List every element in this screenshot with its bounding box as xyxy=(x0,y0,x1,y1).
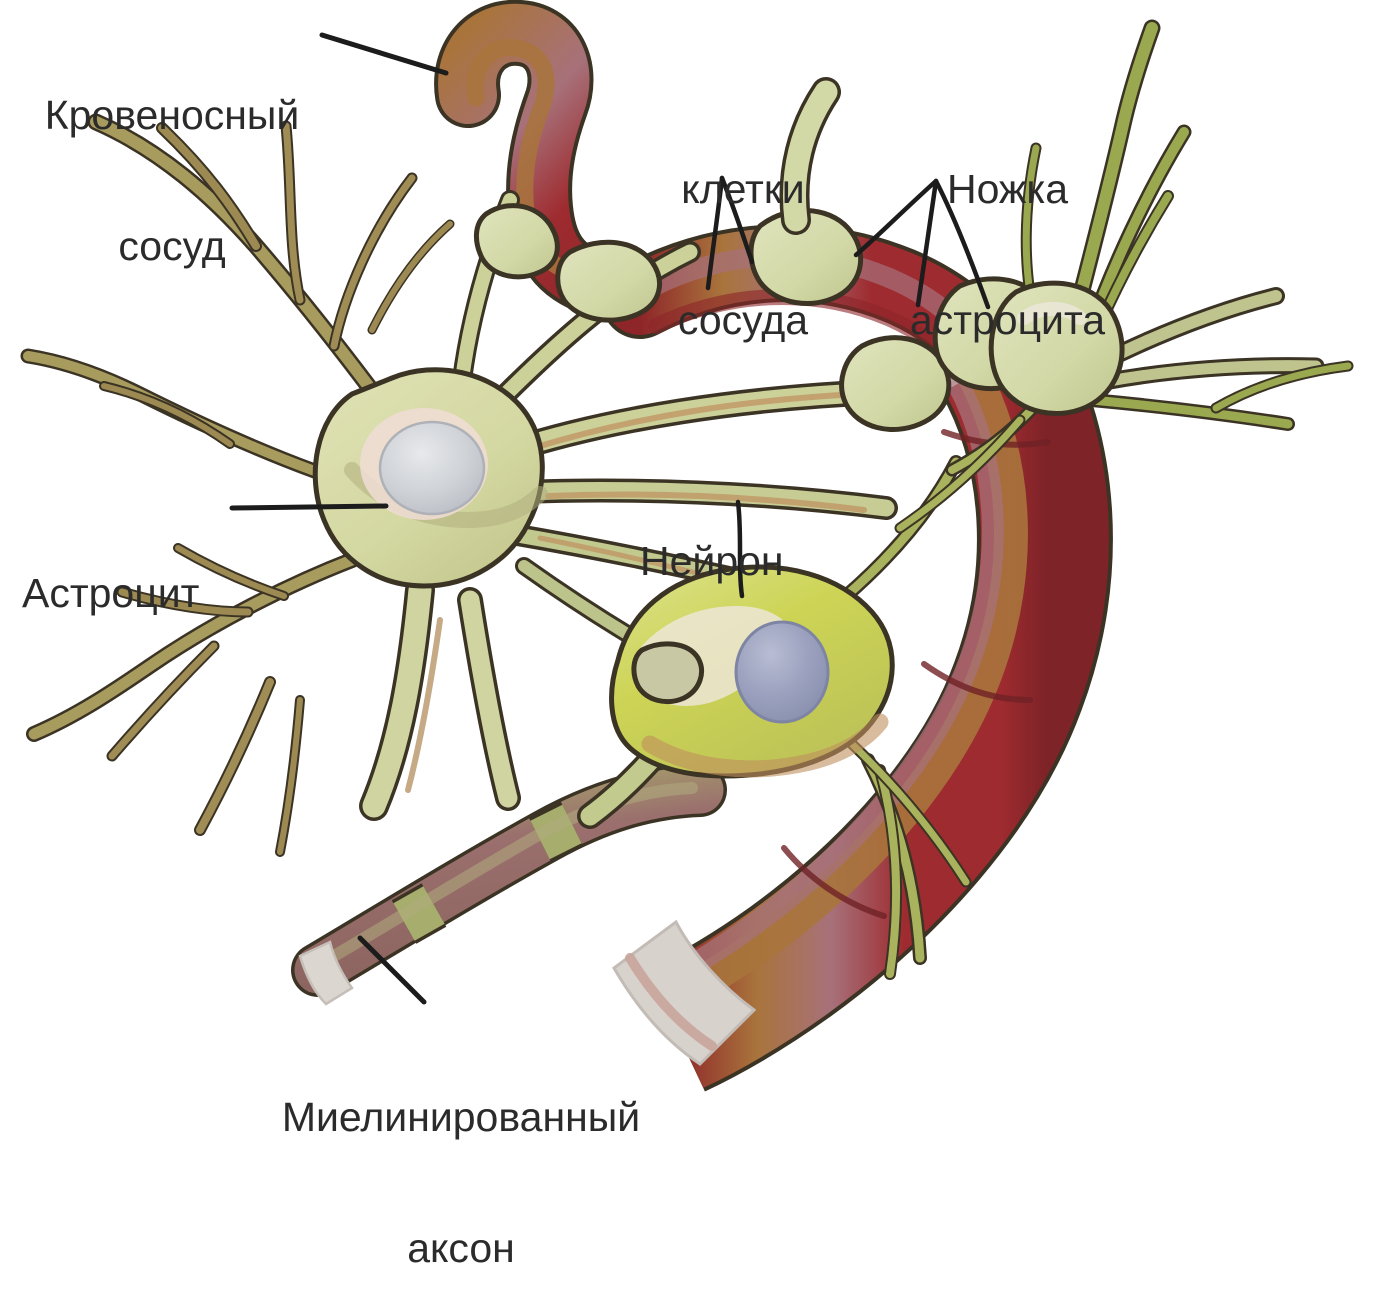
label-astrocyte-foot: Ножка астроцита xyxy=(900,80,1115,387)
vessel-main-fill xyxy=(648,328,1109,1088)
astrocyte-right-soma-sheen xyxy=(1017,302,1087,325)
node-of-ranvier-1-fill xyxy=(393,886,445,941)
leader-myelinated-axon xyxy=(357,935,427,1005)
vessel-seam-3 xyxy=(781,845,887,919)
neuron-processes xyxy=(577,455,972,980)
label-myelinated-axon-line2: аксон xyxy=(407,1225,515,1272)
myelinated-axon xyxy=(291,763,727,1006)
astrocyte-processes xyxy=(20,113,898,857)
label-vessel-cells-line2: сосуда xyxy=(677,297,809,344)
leader-astrocyte-foot xyxy=(853,178,991,310)
label-myelinated-axon-line1: Миелинированный xyxy=(281,1093,641,1140)
label-astrocyte-foot-line2: астроцита xyxy=(909,297,1106,344)
astrocyte-foot-stalk-fill xyxy=(782,80,838,232)
leader-vessel-cells xyxy=(705,175,755,291)
label-neuron-line1: Нейрон xyxy=(640,537,784,584)
diagram-canvas: Кровеносный сосуд клетки сосуда Ножка ас… xyxy=(12,0,1354,1271)
astrocyte-nucleus xyxy=(378,420,486,516)
astrocyte-foot-3 xyxy=(748,208,864,306)
vessel-seam-2 xyxy=(921,661,1033,703)
label-blood-vessel-line2: сосуд xyxy=(118,223,226,270)
label-vessel-cells-line1: клетки xyxy=(681,165,805,212)
axon-cut-end xyxy=(298,940,354,1006)
astrocyte-foot-2 xyxy=(555,239,662,323)
astrocyte-right xyxy=(894,19,1354,534)
label-blood-vessel: Кровеносный сосуд xyxy=(12,6,332,313)
label-astrocyte: Астроцит xyxy=(22,484,232,659)
label-astrocyte-line1: Астроцит xyxy=(22,569,200,616)
neuron-vacuole xyxy=(631,641,704,704)
label-astrocyte-foot-line1: Ножка xyxy=(946,165,1069,212)
neuro-anatomy-illustration xyxy=(20,0,1354,1092)
label-vessel-cells: клетки сосуда xyxy=(648,80,838,387)
label-myelinated-axon: Миелинированный аксон xyxy=(256,1008,666,1315)
vessel-cut-end xyxy=(612,919,757,1066)
neuron-nucleus xyxy=(734,620,830,724)
leader-lines xyxy=(229,32,991,1005)
neuron xyxy=(577,455,972,980)
vessel-main-highlight-mauve xyxy=(673,373,1004,981)
vessel-main-highlight-tan xyxy=(661,355,1028,1013)
astrocyte-left xyxy=(20,113,898,857)
vessel-cut-rim xyxy=(625,953,717,1051)
leader-astrocyte xyxy=(229,503,389,511)
leader-blood-vessel xyxy=(319,32,449,76)
astrocyte-foot-4 xyxy=(839,335,952,433)
label-neuron: Нейрон xyxy=(640,452,820,627)
leader-neuron xyxy=(735,499,745,599)
axon-sheen xyxy=(328,782,698,962)
label-blood-vessel-line1: Кровеносный xyxy=(44,91,300,138)
neuron-soma-tan-shading xyxy=(641,713,889,778)
astrocyte-foot-1 xyxy=(474,203,560,280)
